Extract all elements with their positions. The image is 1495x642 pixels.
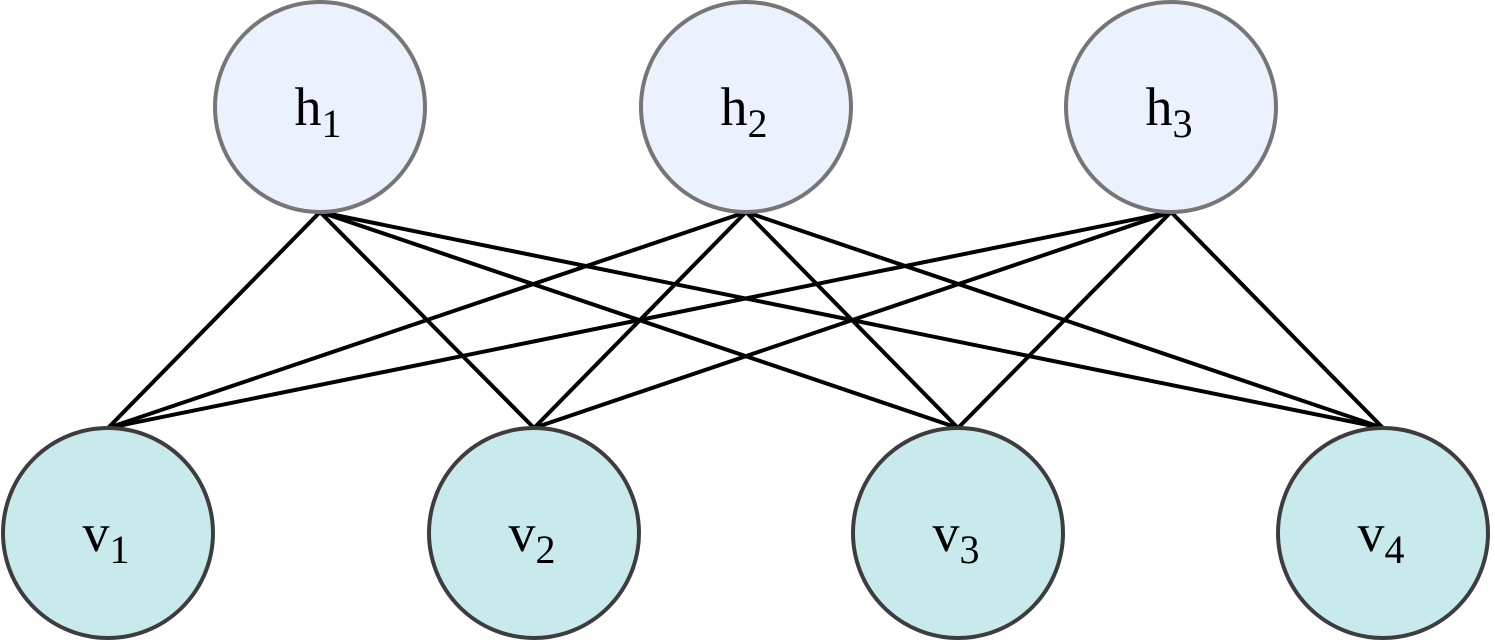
node-h1: h1 [213, 0, 427, 214]
node-label-h2: h2 [721, 77, 768, 146]
node-v2: v2 [427, 426, 641, 640]
edge-h3-v3 [956, 210, 1173, 430]
node-label-v3: v3 [933, 503, 980, 572]
node-subscript: 1 [322, 101, 342, 146]
node-v3: v3 [851, 426, 1065, 640]
node-label-v4: v4 [1358, 503, 1405, 572]
node-letter: v [83, 503, 110, 563]
node-circle-v3 [851, 426, 1065, 640]
node-subscript: 1 [110, 527, 130, 572]
edge-h3-v4 [1169, 210, 1385, 430]
node-label-h3: h3 [1146, 77, 1193, 146]
node-letter: v [933, 503, 960, 563]
node-letter: h [721, 77, 748, 137]
node-letter: v [509, 503, 536, 563]
node-label-h1: h1 [295, 77, 342, 146]
node-subscript: 2 [536, 527, 556, 572]
node-subscript: 3 [960, 527, 980, 572]
node-v4: v4 [1276, 426, 1490, 640]
node-label-v2: v2 [509, 503, 556, 572]
node-letter: h [295, 77, 322, 137]
edge-h3-v1 [106, 210, 1173, 430]
node-letter: h [1146, 77, 1173, 137]
node-v1: v1 [1, 426, 215, 640]
node-circle-v4 [1276, 426, 1490, 640]
node-subscript: 3 [1173, 101, 1193, 146]
node-circle-v1 [1, 426, 215, 640]
edge-h2-v1 [106, 210, 748, 430]
edges-layer [106, 210, 1385, 430]
node-label-v1: v1 [83, 503, 130, 572]
node-circle-h2 [639, 0, 853, 214]
node-subscript: 2 [748, 101, 768, 146]
edge-h1-v1 [106, 210, 322, 430]
edge-h3-v2 [532, 210, 1173, 430]
node-h2: h2 [639, 0, 853, 214]
node-circle-h1 [213, 0, 427, 214]
node-subscript: 4 [1385, 527, 1405, 572]
node-circle-v2 [427, 426, 641, 640]
node-h3: h3 [1064, 0, 1278, 214]
node-circle-h3 [1064, 0, 1278, 214]
node-letter: v [1358, 503, 1385, 563]
